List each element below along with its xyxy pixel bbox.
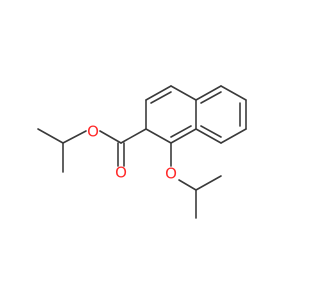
naphthalene-ring-right xyxy=(195,85,247,144)
bond-c7-c8 xyxy=(220,128,247,144)
bond-ipr1-ch3a xyxy=(37,128,64,144)
atom-o-ether: O xyxy=(165,165,177,183)
molecule-structure: O O O xyxy=(37,85,247,219)
ester-isopropyl-group xyxy=(37,128,87,173)
bond-ipr1-o xyxy=(62,130,87,144)
atom-o-ester: O xyxy=(87,123,99,141)
bond-c3-c4-inner xyxy=(150,91,172,104)
naphthalene-ring-left xyxy=(145,85,197,144)
bond-c4-c4a xyxy=(170,85,197,101)
atom-o-carbonyl: O xyxy=(115,164,127,182)
bond-c1-c2 xyxy=(145,128,172,144)
bond-c5-c6 xyxy=(220,85,247,101)
bond-c3-c4 xyxy=(145,85,172,101)
bond-c4a-c5-inner xyxy=(200,91,222,104)
bond-carbonylc-ring xyxy=(120,128,147,144)
bond-c4a-c5 xyxy=(195,85,222,101)
bond-c8a-c1-inner xyxy=(170,125,192,138)
ester-linkage xyxy=(99,128,147,167)
bond-c8a-c1 xyxy=(170,128,197,144)
ether-isopropoxy-group xyxy=(170,142,222,219)
atom-o-ether-label: O xyxy=(165,165,177,183)
atom-o-ester-label: O xyxy=(87,123,99,141)
bond-c8-c8a-inner xyxy=(200,125,222,138)
atom-o-carbonyl-label: O xyxy=(115,164,127,182)
bond-c8-c8a xyxy=(195,128,222,144)
bond-o-carbonylc xyxy=(99,130,122,144)
bond-o-ipr2 xyxy=(178,179,197,191)
bond-ipr2-ch3a xyxy=(195,175,222,191)
